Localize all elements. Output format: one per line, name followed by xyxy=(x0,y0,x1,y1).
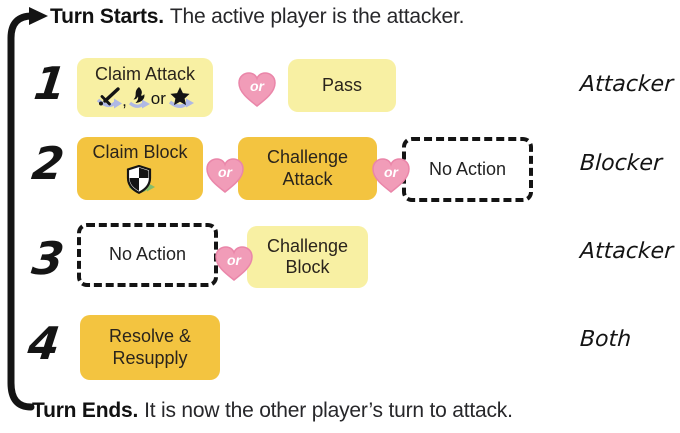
role-both: Both xyxy=(579,327,632,352)
icon-separator-or: or xyxy=(150,89,166,109)
turn-ends-body: It is now the other player’s turn to att… xyxy=(144,399,513,422)
claim-block-label: Claim Block xyxy=(92,142,188,163)
or-heart-3-label: or xyxy=(384,164,398,180)
flame-icon xyxy=(128,86,150,109)
role-blocker: Blocker xyxy=(579,151,663,176)
or-heart-3: or xyxy=(371,158,411,194)
no-action-box-blocker: No Action xyxy=(402,137,533,202)
step-3-number: 3 xyxy=(29,232,67,285)
attack-type-icons: , or xyxy=(96,86,194,111)
challenge-block-box: Challenge Block xyxy=(247,226,368,288)
icon-separator-comma: , xyxy=(122,90,127,110)
turn-loop-arrow xyxy=(7,7,48,411)
turn-starts-lead: Turn Starts. xyxy=(50,5,164,28)
turn-starts-body: The active player is the attacker. xyxy=(169,5,465,28)
turn-ends-text: Turn Ends.It is now the other player’s t… xyxy=(32,399,513,423)
or-heart-4-label: or xyxy=(227,252,241,268)
or-heart-2: or xyxy=(205,158,245,194)
turn-ends-lead: Turn Ends. xyxy=(32,399,139,422)
step-2-number: 2 xyxy=(29,137,67,190)
claim-attack-box: Claim Attack , or xyxy=(77,58,213,117)
claim-block-box: Claim Block xyxy=(77,137,203,200)
resolve-resupply-box: Resolve & Resupply xyxy=(80,315,220,380)
block-type-icons xyxy=(126,164,155,195)
no-action-label-blocker: No Action xyxy=(428,158,507,179)
or-heart-2-label: or xyxy=(218,164,232,180)
or-heart-1: or xyxy=(237,72,277,108)
pass-box: Pass xyxy=(288,59,396,112)
challenge-block-label: Challenge Block xyxy=(266,235,349,277)
role-attacker-2: Attacker xyxy=(579,239,674,264)
shield-icon xyxy=(126,164,155,194)
claim-attack-label: Claim Attack xyxy=(94,64,196,85)
turn-starts-text: Turn Starts.The active player is the att… xyxy=(50,5,464,29)
resolve-resupply-label: Resolve & Resupply xyxy=(108,326,192,368)
step-4-number: 4 xyxy=(25,317,63,370)
no-action-box-attacker: No Action xyxy=(77,223,218,287)
challenge-attack-label: Challenge Attack xyxy=(266,147,349,189)
role-attacker-1: Attacker xyxy=(579,72,674,97)
or-heart-4: or xyxy=(214,246,254,282)
sword-icon xyxy=(96,86,123,109)
star-icon xyxy=(168,86,194,108)
challenge-attack-box: Challenge Attack xyxy=(238,137,377,200)
step-1-number: 1 xyxy=(31,57,69,110)
pass-label: Pass xyxy=(321,74,363,95)
or-heart-1-label: or xyxy=(250,78,264,94)
no-action-label-attacker: No Action xyxy=(108,244,187,265)
